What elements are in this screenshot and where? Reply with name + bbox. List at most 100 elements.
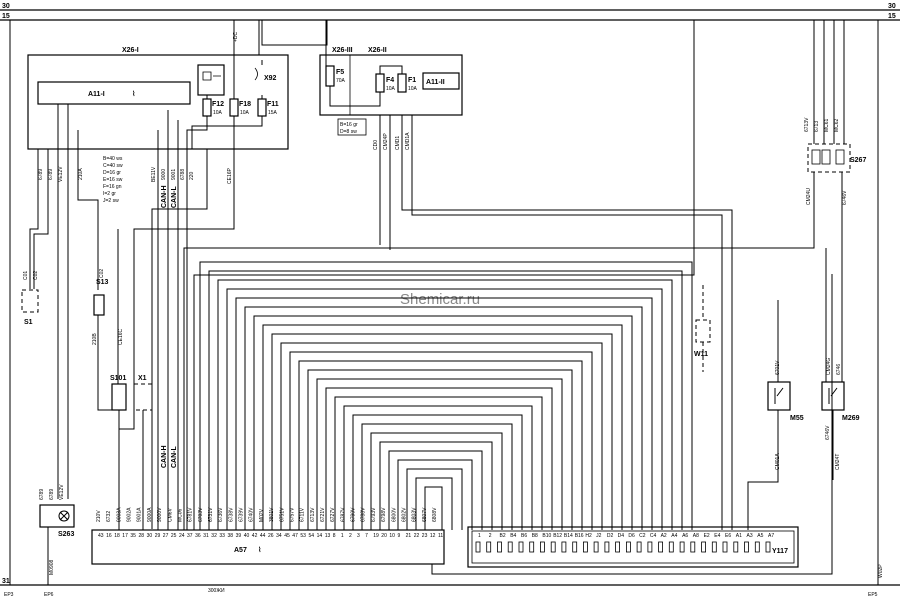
- a57-pin: 37: [187, 533, 193, 539]
- a57-pin: 43: [98, 533, 104, 539]
- a57-wire-label: 6739V: [239, 507, 245, 522]
- fuse-f1-name: F1: [408, 77, 416, 84]
- rail-30-label: 30: [2, 3, 10, 10]
- motor-m269: M269 CM24G 6746 6746V CM24T: [821, 192, 860, 480]
- fuse-box-x26-ii: X26-III X26-II F5 70A F4 10A F1 10A A11-…: [261, 20, 733, 530]
- y117-valve-coil: [765, 541, 771, 553]
- svg-text:F=16 gn: F=16 gn: [103, 184, 122, 190]
- connector-w11: W11: [193, 20, 711, 530]
- bus-loop: [325, 387, 553, 530]
- y117-valve-coil: [744, 541, 749, 553]
- ground-wire-right: W02P: [877, 20, 884, 585]
- rail-15-label-right: 15: [888, 13, 896, 20]
- svg-text:CM24U: CM24U: [806, 188, 812, 205]
- sensor-s267: S267 6713V 6713 MC61 MC62 CM24U 6746V: [183, 20, 866, 530]
- a57-wire-label: 6787V: [340, 507, 346, 522]
- svg-text:C01: C01: [23, 271, 29, 280]
- a57-pin: 54: [309, 533, 315, 539]
- y117-valve-coil: [711, 541, 717, 553]
- svg-text:J=2 sw: J=2 sw: [103, 198, 119, 204]
- bus-loop: [217, 279, 673, 530]
- a57-pin: 11: [438, 533, 443, 539]
- rail-15-label: 15: [2, 13, 10, 20]
- a57-pin: 9: [398, 533, 401, 539]
- a57-pin: 17: [122, 533, 128, 539]
- a57-wire-label: 9000V: [157, 507, 163, 522]
- bus-loop: [361, 423, 513, 530]
- a57-pin: 7: [365, 533, 368, 539]
- svg-text:VE12V: VE12V: [59, 484, 65, 500]
- bus-loop: [352, 414, 523, 530]
- fuse-f11-rating: 15A: [268, 110, 278, 116]
- a57-pin: 26: [268, 533, 274, 539]
- a57-pin: 33: [219, 533, 225, 539]
- module-a11-ii-label: A11-II: [426, 79, 445, 86]
- watermark: Shemicar.ru: [400, 291, 480, 308]
- a57-wire-label: 6703V: [198, 507, 204, 522]
- svg-text:C02: C02: [33, 271, 39, 280]
- svg-text:6789: 6789: [39, 489, 45, 500]
- y117-pin: B2: [500, 533, 506, 539]
- s263-label: S263: [58, 531, 74, 538]
- y117-pin: H2: [585, 533, 592, 539]
- y117-valve-coil: [486, 541, 492, 553]
- m55-label: M55: [790, 415, 804, 422]
- bus-loop: [343, 405, 533, 530]
- ground-ep5: EP5: [868, 592, 878, 598]
- a57-pin: 29: [155, 533, 161, 539]
- a57-wire-label: 6757V: [290, 507, 296, 522]
- svg-text:CMD1: CMD1: [395, 136, 401, 150]
- can-h-label-2: CAN-H: [161, 445, 168, 468]
- y117-pin: E4: [714, 533, 720, 539]
- svg-text:I=2 gr: I=2 gr: [103, 191, 116, 197]
- y117-valve-coil: [615, 541, 620, 553]
- y117-valve-coil: [540, 541, 545, 553]
- bus-loop: [334, 396, 543, 530]
- y117-valve-coil: [701, 541, 706, 553]
- y117-valve-coil: [518, 541, 524, 553]
- y117-pin: A8: [693, 533, 699, 539]
- fuse-box-x26-i: X26-I A11-I ⌇ X92 F12 10A F18 10A F11 15…: [27, 20, 289, 204]
- a57-pin: 28: [139, 533, 145, 539]
- y117-pin: D4: [618, 533, 625, 539]
- x26-i-output-wires: 6789 6789 VE12V 210A BE11V 9000 9001 678…: [29, 104, 235, 530]
- control-unit-a57: A57 ⌇ 300ЖИ: [91, 274, 833, 594]
- electronic-symbol-icon: ⌇: [132, 90, 135, 98]
- a57-pin: 2: [349, 533, 352, 539]
- power-rails: 30 15 31 30 15: [0, 3, 900, 586]
- a57-pin: 10: [389, 533, 395, 539]
- svg-text:CMD1A: CMD1A: [405, 132, 411, 150]
- svg-text:6746: 6746: [836, 364, 842, 375]
- y117-pin: B6: [521, 533, 527, 539]
- y117-valve-coil: [690, 541, 696, 553]
- a57-wire-label: 9003A: [116, 507, 122, 522]
- a57-pin: 19: [373, 533, 379, 539]
- wire-6789-b: 6789: [48, 169, 54, 180]
- y117-pin: A6: [682, 533, 688, 539]
- y117-valve-coil: [636, 541, 642, 553]
- a57-wire-label: 6788V: [361, 507, 367, 522]
- a57-wire-label: 6727V: [330, 507, 336, 522]
- a57-pin: 35: [130, 533, 136, 539]
- svg-text:D=8 sw: D=8 sw: [340, 129, 357, 135]
- y117-valve-coil: [529, 541, 535, 553]
- a57-wire-label: 9000A: [147, 507, 153, 522]
- bus-loop: [253, 315, 633, 530]
- svg-text:CM24T: CM24T: [835, 454, 841, 470]
- wire-220: 220: [189, 171, 195, 180]
- fuse-f5-rating: 70A: [336, 78, 346, 84]
- y117-valve-coil: [475, 541, 481, 553]
- relay-x92-label: X92: [264, 75, 277, 82]
- a57-wire-label: 6803V: [412, 507, 418, 522]
- y117-valve-coil: [561, 541, 567, 553]
- svg-text:W02P: W02P: [878, 564, 884, 578]
- bus-loop: [199, 261, 693, 530]
- y117-pin: D6: [628, 533, 635, 539]
- bus-loop: [370, 432, 503, 530]
- y117-pin: B4: [510, 533, 516, 539]
- a57-pin: 38: [228, 533, 234, 539]
- s267-label: S267: [850, 157, 866, 164]
- a57-pin: 8: [333, 533, 336, 539]
- can-l-label-1: CAN-L: [171, 186, 178, 208]
